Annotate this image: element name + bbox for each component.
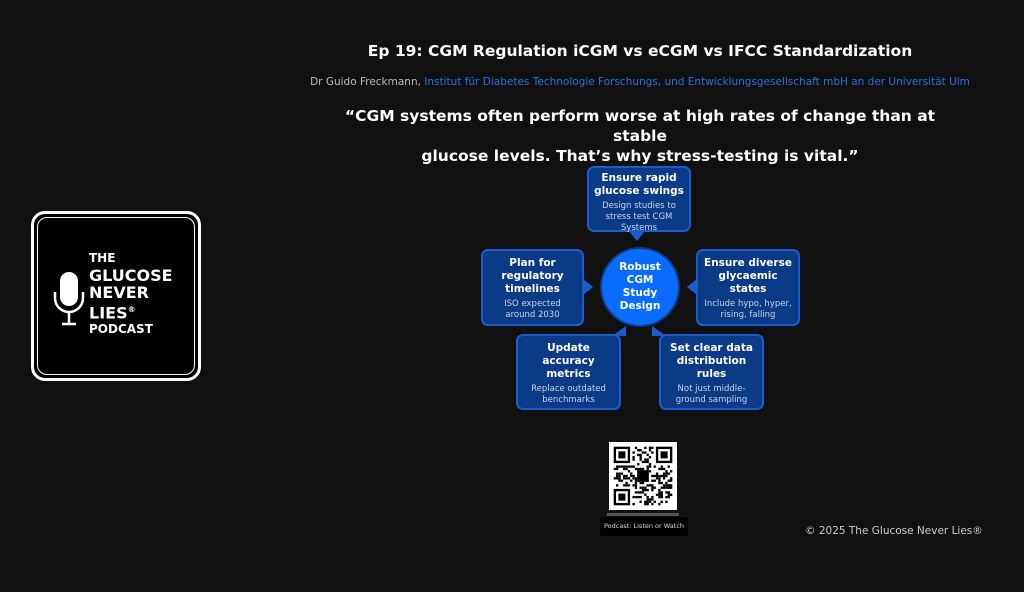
microphone-icon [53, 272, 85, 326]
diagram-box-rapid-swings: Ensure rapid glucose swings Design studi… [587, 166, 691, 233]
logo-text-the: THE [89, 251, 116, 265]
box-desc: Not just middle-ground sampling [675, 384, 748, 405]
center-text: Design [619, 300, 661, 312]
center-text: CGM [626, 274, 654, 286]
box-desc: Design studies to stress test CGM System… [602, 201, 676, 233]
diagram-box-regulatory: Plan for regulatory timelines ISO expect… [481, 249, 584, 326]
box-title: Set clear data distribution rules [670, 342, 753, 380]
box-desc: ISO expected around 2030 [504, 299, 561, 320]
box-desc: Replace outdated benchmarks [531, 384, 606, 405]
speaker-line: Dr Guido Freckmann, Institut für Diabete… [300, 76, 980, 88]
speaker-name: Dr Guido Freckmann, [310, 76, 421, 88]
box-title: Update accuracy metrics [542, 342, 595, 380]
episode-title: Ep 19: CGM Regulation iCGM vs eCGM vs IF… [367, 42, 913, 60]
box-title: Ensure rapid glucose swings [594, 172, 684, 197]
center-text: Robust [619, 261, 661, 273]
copyright: © 2025 The Glucose Never Lies® [805, 525, 983, 537]
logo-text-podcast: PODCAST [89, 322, 153, 337]
registered-mark: ® [127, 305, 136, 314]
quote-line-1: “CGM systems often perform worse at high… [344, 107, 936, 145]
diagram-box-distribution: Set clear data distribution rules Not ju… [659, 334, 764, 410]
diagram-box-accuracy: Update accuracy metrics Replace outdated… [516, 334, 621, 410]
qr-label: Podcast: Listen or Watch [600, 517, 688, 536]
podcast-logo: THE GLUCOSE NEVER LIES® PODCAST [31, 211, 201, 381]
logo-text-glucose: GLUCOSE [89, 266, 173, 285]
quote: “CGM systems often perform worse at high… [320, 106, 960, 166]
box-title: Plan for regulatory timelines [501, 257, 564, 295]
logo-text-never: NEVER [89, 283, 149, 302]
box-desc: Include hypo, hyper, rising, falling [704, 299, 792, 320]
logo-text-lies: LIES [89, 303, 128, 323]
institution-link[interactable]: Institut für Diabetes Technologie Forsch… [424, 76, 970, 88]
box-title: Ensure diverse glycaemic states [704, 257, 792, 295]
center-text: Study [622, 287, 658, 299]
qr-code[interactable] [609, 442, 677, 510]
qr-divider [607, 513, 679, 516]
diagram-box-glycaemic: Ensure diverse glycaemic states Include … [696, 249, 800, 326]
quote-line-2: glucose levels. That’s why stress-testin… [421, 147, 859, 165]
